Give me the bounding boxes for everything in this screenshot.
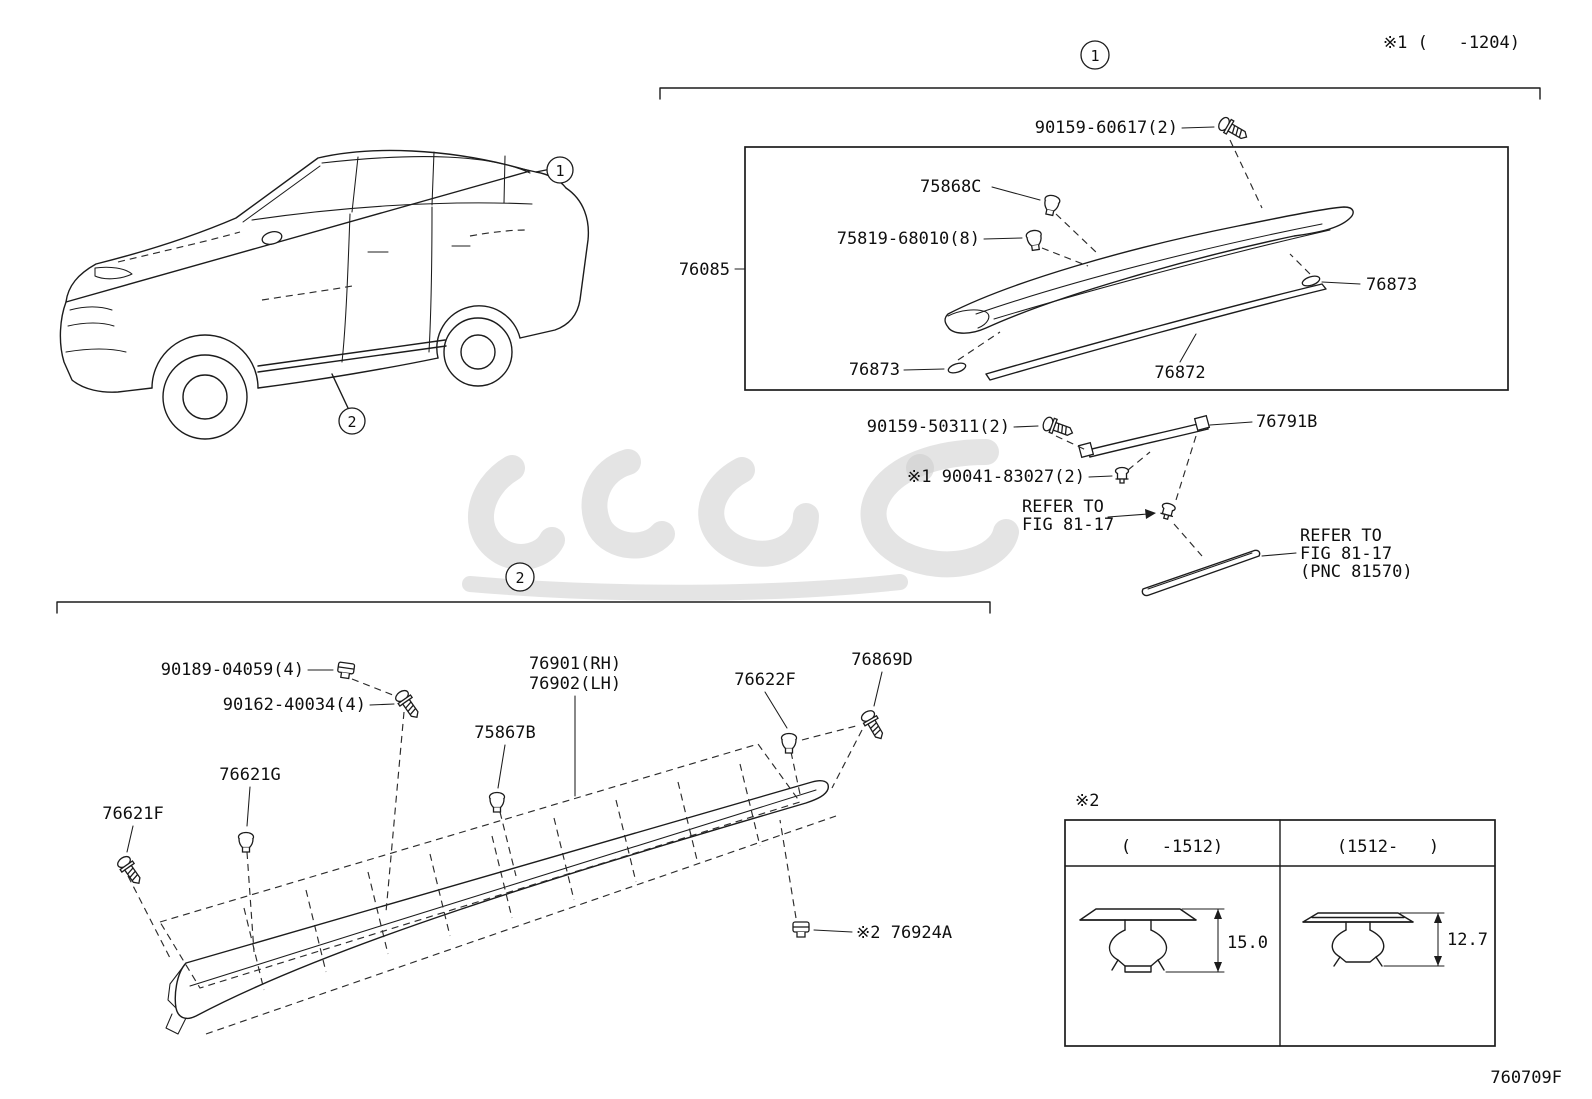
callout-1-number: 1 bbox=[1090, 47, 1099, 65]
clip-75867b-icon bbox=[488, 791, 506, 813]
part-label-76621f: 76621F bbox=[102, 804, 163, 824]
part-label-76902-lh: 76902(LH) bbox=[529, 674, 621, 694]
screw-76621f-icon bbox=[114, 853, 146, 889]
rocker-panel-drawing bbox=[165, 780, 829, 1035]
part-label-90159-60617: 90159-60617(2) bbox=[1035, 118, 1178, 138]
table-col-right-header: (1512- ) bbox=[1337, 837, 1439, 857]
part-label-76901-rh: 76901(RH) bbox=[529, 654, 621, 674]
section2-dashed-lines bbox=[127, 678, 863, 1035]
dim-right-value: 12.7 bbox=[1447, 930, 1488, 950]
table-col-left-header: ( -1512) bbox=[1121, 837, 1223, 857]
clip-76622f-icon bbox=[780, 732, 798, 754]
part-label-90189-04059: 90189-04059(4) bbox=[161, 660, 304, 680]
clip-old-drawing bbox=[1079, 908, 1197, 973]
screw-90159-50311-icon bbox=[1040, 414, 1076, 441]
pad-76873-right bbox=[1301, 275, 1321, 287]
moulding-81570-drawing bbox=[1141, 549, 1261, 597]
refer-note-b-line2: FIG 81-17 bbox=[1300, 544, 1392, 564]
part-label-76622f: 76622F bbox=[734, 670, 795, 690]
part-label-76873-right: 76873 bbox=[1366, 275, 1417, 295]
part-label-76872: 76872 bbox=[1154, 363, 1205, 383]
refer-note-a-line2: FIG 81-17 bbox=[1022, 515, 1114, 535]
vehicle-sketch: 1 2 bbox=[59, 149, 590, 440]
part-label-76873-left: 76873 bbox=[849, 360, 900, 380]
section1-leader-lines bbox=[734, 126, 1361, 557]
clip-76924a-icon bbox=[792, 921, 810, 938]
table-note: ※2 bbox=[1075, 791, 1099, 811]
part-label-75868c: 75868C bbox=[920, 177, 981, 197]
vehicle-callout-1: 1 bbox=[535, 156, 574, 184]
sheet-number: 760709F bbox=[1490, 1068, 1562, 1088]
refer-note-b-line3: (PNC 81570) bbox=[1300, 562, 1413, 582]
callout-1-bracket: 1 bbox=[659, 40, 1541, 100]
clip-new-drawing bbox=[1302, 912, 1414, 967]
callout-2-bracket: 2 bbox=[56, 562, 991, 614]
clip-comparison-table: ※2 ( -1512) (1512- ) 15.0 bbox=[1064, 791, 1496, 1047]
vehicle-callout-2-number: 2 bbox=[347, 413, 356, 431]
clip-75868c-icon bbox=[1041, 193, 1062, 217]
clip-76621g-icon bbox=[237, 831, 255, 853]
section1-dashed-lines bbox=[957, 139, 1311, 557]
refer-note-b-line1: REFER TO bbox=[1300, 526, 1382, 546]
refer-note-a-line1: REFER TO bbox=[1022, 497, 1104, 517]
screw-90159-60617-icon bbox=[1215, 114, 1251, 145]
part-label-90041-83027: ※1 90041-83027(2) bbox=[907, 467, 1085, 487]
part-label-76924a: ※2 76924A bbox=[856, 923, 952, 943]
spoiler-drawing bbox=[944, 206, 1354, 381]
note-applicability: ※1 ( -1204) bbox=[1383, 33, 1520, 53]
part-label-76869d: 76869D bbox=[851, 650, 912, 670]
section1-spoiler: ※1 ( -1204) 1 bbox=[659, 33, 1541, 597]
clip-75819-icon bbox=[1025, 228, 1044, 252]
dim-left: 15.0 bbox=[1165, 908, 1268, 973]
part-label-76621g: 76621G bbox=[219, 765, 280, 785]
callout-2-number: 2 bbox=[515, 569, 524, 587]
part-label-90159-50311: 90159-50311(2) bbox=[867, 417, 1010, 437]
vehicle-callout-1-number: 1 bbox=[555, 162, 564, 180]
part-label-76791b: 76791B bbox=[1256, 412, 1317, 432]
clip-90189-icon bbox=[336, 661, 356, 680]
dim-right: 12.7 bbox=[1383, 912, 1488, 967]
vehicle-callout-2: 2 bbox=[331, 373, 366, 435]
part-label-75819-68010: 75819-68010(8) bbox=[837, 229, 980, 249]
part-label-76085: 76085 bbox=[679, 260, 730, 280]
part-label-75867b: 75867B bbox=[474, 723, 535, 743]
watermark-logo bbox=[462, 439, 1019, 601]
part-label-90162-40034: 90162-40034(4) bbox=[223, 695, 366, 715]
clip-90041-icon bbox=[1114, 466, 1130, 484]
bracket-76791b-drawing bbox=[1077, 414, 1211, 459]
screw-76869d-icon bbox=[858, 707, 889, 743]
protector-strip-76872 bbox=[985, 283, 1327, 381]
section2-leader-lines bbox=[126, 669, 883, 933]
pad-76873-left bbox=[947, 362, 967, 374]
refer-clip-icon bbox=[1158, 501, 1177, 522]
dim-left-value: 15.0 bbox=[1227, 933, 1268, 953]
section2-rocker: 2 bbox=[56, 562, 991, 1035]
screw-90162-icon bbox=[392, 687, 424, 723]
